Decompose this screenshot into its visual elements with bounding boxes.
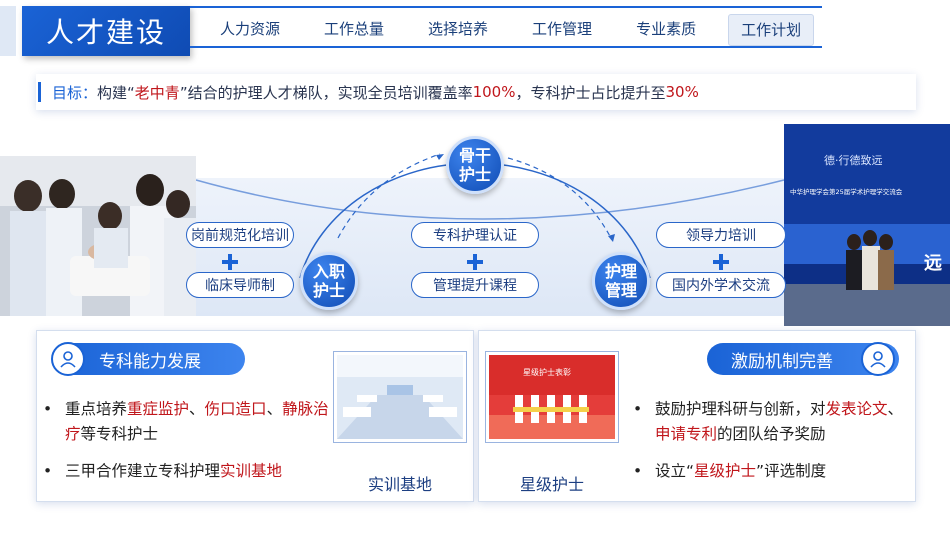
pill-academic-exchange: 国内外学术交流 — [656, 272, 786, 298]
panel-incentive-mechanism: 星级护士表彰 星级护士 激励机制完善 鼓励护理科研与创新，对发表论文、申请专利的… — [478, 330, 916, 502]
tab-hr[interactable]: 人力资源 — [220, 20, 281, 38]
plus-icon — [713, 254, 729, 270]
tab-professional[interactable]: 专业素质 — [636, 20, 697, 38]
pill-specialty-certification: 专科护理认证 — [411, 222, 539, 248]
conference-photo: 德·行德致远 中华护理学会第25届学术护理学交流会 远 — [784, 124, 950, 326]
tab-work-plan[interactable]: 工作计划 — [728, 14, 815, 46]
tab-workload[interactable]: 工作总量 — [324, 20, 385, 38]
node-manager-label: 护理 管理 — [604, 261, 637, 300]
node-entry-nurse: 入职 护士 — [300, 252, 358, 310]
highlight: 实训基地 — [220, 461, 283, 480]
goal-bar: 目标： 构建“ 老中青 ”结合的护理人才梯队，实现全员培训覆盖率 100% ，专… — [36, 74, 916, 110]
nurse-icon — [861, 342, 895, 376]
training-base-photo — [333, 351, 467, 443]
list-item: 重点培养重症监护、伤口造口、静脉治疗等专科护士 — [41, 397, 331, 447]
nurses-training-photo — [0, 156, 196, 316]
title-accent-bar — [0, 6, 16, 56]
list-item: 鼓励护理科研与创新，对发表论文、申请专利的团队给予奖励 — [631, 397, 913, 447]
text: 、 — [266, 400, 283, 418]
text: 三甲合作建立专科护理 — [65, 461, 221, 480]
list-item: 设立“星级护士”评选制度 — [631, 459, 913, 484]
header-rule-bottom — [190, 46, 822, 48]
nav-tabs: 人力资源 工作总量 选择培养 工作管理 专业素质 工作计划 — [208, 14, 834, 46]
node-entry-label: 入职 护士 — [312, 261, 345, 300]
text: 重点培养 — [65, 400, 128, 418]
text: 、 — [887, 400, 904, 418]
conference-banner-text: 中华护理学会第25届学术护理学交流会 — [790, 187, 903, 196]
highlight: 静脉治疗 — [65, 400, 329, 443]
panel-right-bullets: 鼓励护理科研与创新，对发表论文、申请专利的团队给予奖励 设立“星级护士”评选制度 — [631, 397, 913, 495]
header-rule-top — [190, 6, 822, 8]
node-backbone-label: 骨干 护士 — [458, 145, 491, 184]
pill-clinical-mentor: 临床导师制 — [186, 272, 294, 298]
panel-left-bullets: 重点培养重症监护、伤口造口、静脉治疗等专科护士 三甲合作建立专科护理实训基地 — [41, 397, 331, 495]
text: 设立“ — [655, 461, 695, 480]
panel-specialty-development: 专科能力发展 重点培养重症监护、伤口造口、静脉治疗等专科护士 三甲合作建立专科护… — [36, 330, 474, 502]
panel-left-header: 专科能力发展 — [53, 343, 245, 375]
panel-right-title: 激励机制完善 — [731, 351, 833, 372]
node-backbone-nurse: 骨干 护士 — [446, 136, 504, 194]
nurse-icon — [51, 342, 85, 376]
plus-icon — [222, 254, 238, 270]
goal-label: 目标： — [52, 83, 98, 102]
goal-text-2: ”结合的护理人才梯队，实现全员培训覆盖率 — [179, 83, 473, 102]
pill-management-course: 管理提升课程 — [411, 272, 539, 298]
goal-text-1: 构建“ — [97, 83, 135, 102]
star-nurse-photo: 星级护士表彰 — [485, 351, 619, 443]
goal-highlight-1: 老中青 — [134, 83, 180, 102]
conference-side-text: 远 — [924, 253, 942, 274]
pill-pre-job-training: 岗前规范化培训 — [186, 222, 294, 248]
goal-text-3: ，专科护士占比提升至 — [515, 83, 666, 102]
goal-highlight-3: 30% — [665, 83, 699, 101]
highlight: 伤口造口 — [204, 400, 267, 418]
highlight: 发表论文 — [825, 400, 888, 418]
list-item: 三甲合作建立专科护理实训基地 — [41, 459, 331, 484]
star-nurse-label: 星级护士 — [519, 475, 584, 494]
highlight: 重症监护 — [127, 400, 190, 418]
tab-selection[interactable]: 选择培养 — [428, 20, 489, 38]
page-title: 人才建设 — [22, 6, 190, 56]
node-nursing-management: 护理 管理 — [592, 252, 650, 310]
text: ”评选制度 — [756, 461, 827, 480]
star-nurse-banner: 星级护士表彰 — [523, 367, 571, 377]
text: 、 — [189, 400, 205, 418]
text: 的团队给予奖励 — [717, 424, 826, 443]
tab-management[interactable]: 工作管理 — [532, 20, 593, 38]
highlight: 申请专利 — [655, 424, 718, 443]
text: 等专科护士 — [80, 424, 159, 443]
text: 鼓励护理科研与创新，对 — [655, 400, 826, 418]
panel-left-title: 专科能力发展 — [99, 351, 201, 372]
highlight: 星级护士 — [694, 461, 757, 480]
plus-icon — [467, 254, 483, 270]
svg-text:德·行德致远: 德·行德致远 — [824, 153, 883, 167]
goal-highlight-2: 100% — [472, 83, 516, 101]
training-base-label: 实训基地 — [367, 475, 432, 494]
pill-leadership-training: 领导力培训 — [656, 222, 786, 248]
